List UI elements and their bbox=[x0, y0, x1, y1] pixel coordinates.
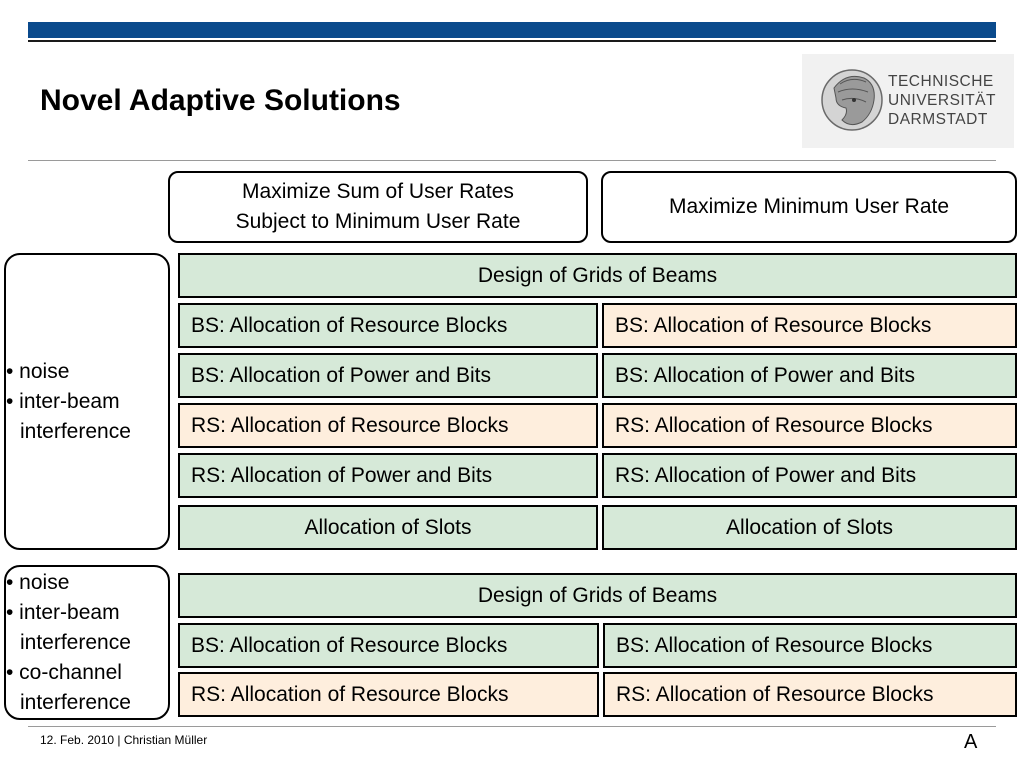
header-line bbox=[28, 40, 996, 42]
cell-slots-left: Allocation of Slots bbox=[178, 505, 598, 550]
logo-wordmark: TECHNISCHE UNIVERSITÄT DARMSTADT bbox=[888, 73, 996, 128]
cell-bs-rb-left: BS: Allocation of Resource Blocks bbox=[178, 303, 598, 348]
interference-box-2: • noise • inter-beam interference • co-c… bbox=[4, 565, 170, 720]
bullet-inter-beam: • inter-beam bbox=[6, 600, 120, 624]
cell-rs-pb-left: RS: Allocation of Power and Bits bbox=[178, 453, 598, 498]
cell-rs-rb-right: RS: Allocation of Resource Blocks bbox=[602, 403, 1017, 448]
bullet-interference-cont: interference bbox=[20, 690, 131, 714]
tu-darmstadt-logo bbox=[802, 54, 1014, 148]
bullet-co-channel: • co-channel bbox=[6, 660, 122, 684]
cell-rs-rb-left: RS: Allocation of Resource Blocks bbox=[178, 403, 598, 448]
interference-box-1: • noise • inter-beam interference bbox=[4, 253, 170, 550]
footer-divider bbox=[28, 726, 996, 727]
title-divider bbox=[28, 160, 996, 161]
cell-rs-pb-right: RS: Allocation of Power and Bits bbox=[602, 453, 1017, 498]
cell-slots-right: Allocation of Slots bbox=[602, 505, 1017, 550]
cell-bs-rb-right: BS: Allocation of Resource Blocks bbox=[602, 303, 1017, 348]
bullet-noise: • noise bbox=[6, 359, 70, 383]
grid-of-beams-row-1: Design of Grids of Beams bbox=[178, 253, 1017, 298]
cell-rs-rb-right-2: RS: Allocation of Resource Blocks bbox=[603, 672, 1017, 717]
cell-bs-rb-right-2: BS: Allocation of Resource Blocks bbox=[603, 623, 1017, 668]
bullet-interference-cont: interference bbox=[20, 630, 131, 654]
cell-bs-rb-left-2: BS: Allocation of Resource Blocks bbox=[178, 623, 599, 668]
grid-of-beams-row-2: Design of Grids of Beams bbox=[178, 573, 1017, 618]
slide-title: Novel Adaptive Solutions bbox=[40, 84, 401, 117]
page-number: A bbox=[964, 731, 978, 753]
bullet-interference-cont: interference bbox=[20, 419, 131, 443]
cell-bs-pb-right: BS: Allocation of Power and Bits bbox=[602, 353, 1017, 398]
footer-text: 12. Feb. 2010 | Christian Müller bbox=[40, 733, 208, 747]
bullet-inter-beam: • inter-beam bbox=[6, 389, 120, 413]
cell-rs-rb-left-2: RS: Allocation of Resource Blocks bbox=[178, 672, 599, 717]
column-header-left: Maximize Sum of User Rates Subject to Mi… bbox=[168, 171, 588, 243]
cell-bs-pb-left: BS: Allocation of Power and Bits bbox=[178, 353, 598, 398]
athena-head-icon bbox=[821, 69, 883, 131]
column-header-right: Maximize Minimum User Rate bbox=[601, 171, 1017, 243]
bullet-noise: • noise bbox=[6, 570, 70, 594]
header-bar bbox=[28, 22, 996, 38]
